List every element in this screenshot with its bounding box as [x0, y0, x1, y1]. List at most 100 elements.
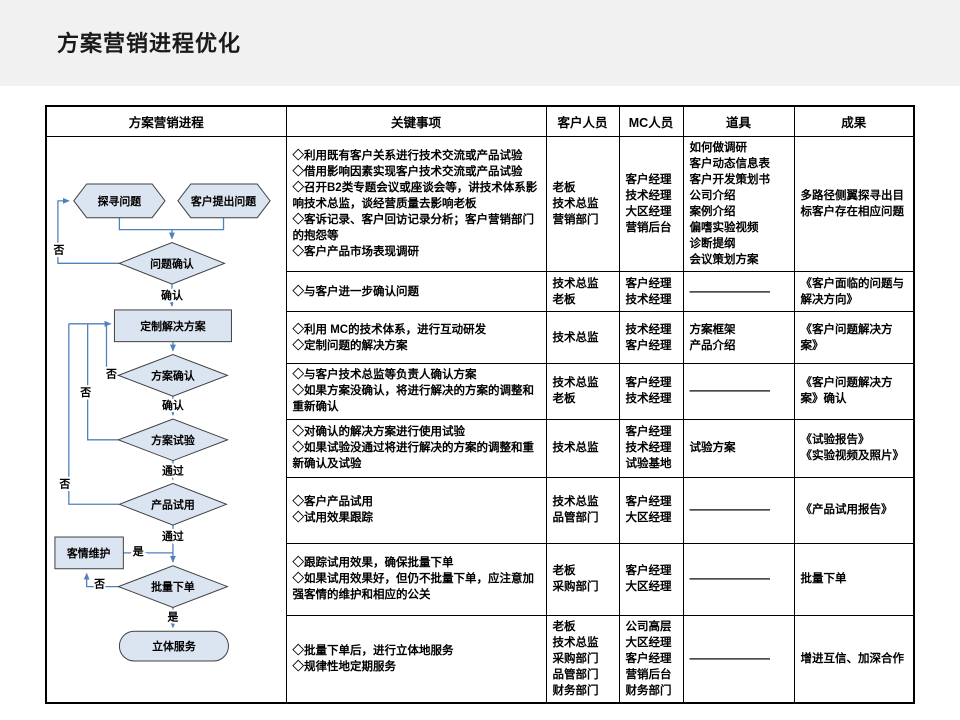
hexagon-shape	[177, 183, 271, 218]
mc-cell: 客户经理 技术经理	[618, 363, 684, 420]
connector-no-loop-solution-test	[87, 323, 119, 441]
flowchart-node-relation-keep: 客情维护	[54, 536, 124, 569]
customer-cell: 技术总监	[545, 418, 620, 478]
table-header-row: 方案营销进程 关键事项 客户人员 MC人员 道具 成果	[45, 105, 915, 137]
key-items-cell: ◇跟踪试用效果，确保批量下单 ◇如果试用效果好，但仍不批量下单，应注意加强客情的…	[285, 542, 547, 616]
table-row: ◇利用 MC的技术体系，进行互动研发 ◇定制问题的解决方案 技术总监 技术经理 …	[46, 311, 915, 365]
edge-label-confirm: 确认	[161, 288, 183, 302]
node-label: 定制解决方案	[140, 319, 206, 333]
rect-shape	[54, 536, 124, 569]
edge-label-no: 否	[52, 243, 64, 256]
mc-cell: 客户经理 技术经理 大区经理 营销后台	[618, 135, 684, 273]
mc-cell: 客户经理 大区经理	[618, 476, 684, 544]
edge-label-yes: 是	[132, 545, 144, 558]
flowchart-node-solution-test: 方案试验	[117, 418, 229, 461]
key-items-cell: ◇与客户进一步确认问题	[285, 271, 547, 313]
edge-label-no: 否	[105, 367, 117, 380]
edge-label-no: 否	[58, 477, 70, 490]
edge-label-yes: 是	[166, 610, 178, 623]
flowchart-node-explore: 探寻问题	[73, 183, 166, 218]
customer-cell: 技术总监	[545, 311, 620, 365]
edge-label-no: 否	[79, 386, 91, 399]
diamond-shape	[118, 482, 228, 526]
flowchart-node-product-trial: 产品试用	[118, 482, 228, 526]
process-table: 方案营销进程 关键事项 客户人员 MC人员 道具 成果	[45, 105, 915, 704]
node-label: 客情维护	[66, 546, 111, 560]
header-results: 成果	[793, 105, 915, 137]
edge-label-pass: 通过	[162, 463, 184, 477]
edge-label-pass: 通过	[162, 529, 184, 543]
customer-cell: 老板 技术总监 采购部门 品管部门 财务部门	[545, 614, 620, 704]
mc-cell: 客户经理 技术经理	[618, 271, 684, 313]
tools-cell: 如何做调研 客户动态信息表 客户开发策划书 公司介绍 案例介绍 偏嗜实验视频 诊…	[682, 135, 795, 273]
key-items-cell: ◇客户产品试用 ◇试用效果跟踪	[285, 476, 547, 544]
result-cell: 增进互信、加深合作	[793, 614, 915, 704]
table-row: ◇与客户进一步确认问题 技术总监 老板 客户经理 技术经理 ——————— 《客…	[46, 271, 915, 313]
node-label: 方案试验	[151, 433, 195, 447]
edge-label-no: 否	[93, 577, 105, 590]
customer-cell: 老板 技术总监 营销部门	[545, 135, 620, 273]
node-label: 客户提出问题	[190, 194, 256, 208]
table-row: ◇批量下单后，进行立体地服务 ◇规律性地定期服务 老板 技术总监 采购部门 品管…	[46, 614, 915, 704]
key-items-cell: ◇对确认的解决方案进行使用试验 ◇如果试验没通过将进行解决的方案的调整和重新确认…	[285, 418, 547, 478]
result-cell: 《客户问题解决方案》确认	[793, 363, 915, 420]
node-label: 立体服务	[152, 639, 196, 653]
result-cell: 多路径侧翼探寻出目标客户存在相应问题	[793, 135, 915, 273]
mc-cell: 技术经理 客户经理	[618, 311, 684, 365]
tools-cell: ———————	[682, 476, 795, 544]
header-key-items: 关键事项	[285, 105, 547, 137]
node-label: 产品试用	[151, 497, 195, 511]
table-row: ◇跟踪试用效果，确保批量下单 ◇如果试用效果好，但仍不批量下单，应注意加强客情的…	[46, 542, 915, 616]
customer-cell: 技术总监 老板	[545, 271, 620, 313]
title-band	[0, 0, 960, 86]
customer-cell: 技术总监 品管部门	[545, 476, 620, 544]
key-items-cell: ◇与客户技术总监等负责人确认方案 ◇如果方案没确认，将进行解决的方案的调整和重新…	[285, 363, 547, 420]
result-cell: 《产品试用报告》	[793, 476, 915, 544]
result-cell: 《客户问题解决方案》	[793, 311, 915, 365]
node-label: 方案确认	[151, 368, 195, 382]
tools-cell: ———————	[682, 614, 795, 704]
diamond-shape	[118, 241, 226, 285]
connector-hex-join	[118, 217, 225, 230]
node-label: 批量下单	[151, 579, 195, 593]
result-cell: 《客户面临的问题与解决方向》	[793, 271, 915, 313]
flowchart-node-solution-confirm: 方案确认	[117, 353, 229, 397]
header-customer: 客户人员	[545, 105, 620, 137]
flowchart-node-bulk-order: 批量下单	[117, 564, 229, 608]
table-row: 探寻问题 客户提出问题 问题确认 定制解决方案	[45, 135, 915, 704]
flowchart-node-custom-solution: 定制解决方案	[113, 309, 232, 342]
mc-cell: 公司高层 大区经理 客户经理 营销后台 财务部门	[618, 614, 684, 704]
customer-cell: 老板 采购部门	[545, 542, 620, 616]
connector-no-loop-explore	[57, 197, 120, 264]
tools-cell: 试验方案	[682, 418, 795, 478]
key-items-cell: ◇利用既有客户关系进行技术交流或产品试验 ◇借用影响因素实现客户技术交流或产品试…	[285, 135, 547, 273]
result-cell: 批量下单	[793, 542, 915, 616]
connector-order-no-relation	[83, 572, 119, 587]
hexagon-shape	[73, 183, 166, 218]
header-mc: MC人员	[618, 105, 684, 137]
node-label: 问题确认	[150, 256, 194, 270]
table-row: ◇与客户技术总监等负责人确认方案 ◇如果方案没确认，将进行解决的方案的调整和重新…	[46, 363, 915, 420]
header-process: 方案营销进程	[45, 105, 287, 137]
tools-cell: 方案框架 产品介绍	[682, 311, 795, 365]
page-title: 方案营销进程优化	[57, 31, 242, 56]
mc-cell: 客户经理 技术经理 试验基地	[618, 418, 684, 478]
connector-no-loop-product-trial	[68, 323, 120, 505]
table-row: ◇对确认的解决方案进行使用试验 ◇如果试验没通过将进行解决的方案的调整和重新确认…	[46, 418, 915, 478]
diamond-shape	[117, 564, 229, 608]
diamond-shape	[117, 418, 229, 461]
rect-shape	[113, 309, 232, 342]
diamond-shape	[117, 353, 229, 397]
key-items-cell: ◇利用 MC的技术体系，进行互动研发 ◇定制问题的解决方案	[285, 311, 547, 365]
customer-cell: 技术总监 老板	[545, 363, 620, 420]
tools-cell: ———————	[682, 363, 795, 420]
flowchart-node-customer-raise: 客户提出问题	[177, 183, 271, 218]
node-label: 探寻问题	[98, 194, 142, 208]
mc-cell: 客户经理 大区经理	[618, 542, 684, 616]
header-tools: 道具	[682, 105, 795, 137]
flowchart-node-solid-service: 立体服务	[118, 630, 229, 662]
tools-cell: ———————	[682, 271, 795, 313]
flowchart-cell: 探寻问题 客户提出问题 问题确认 定制解决方案	[45, 135, 287, 704]
flowchart-node-problem-confirm: 问题确认	[118, 241, 226, 285]
